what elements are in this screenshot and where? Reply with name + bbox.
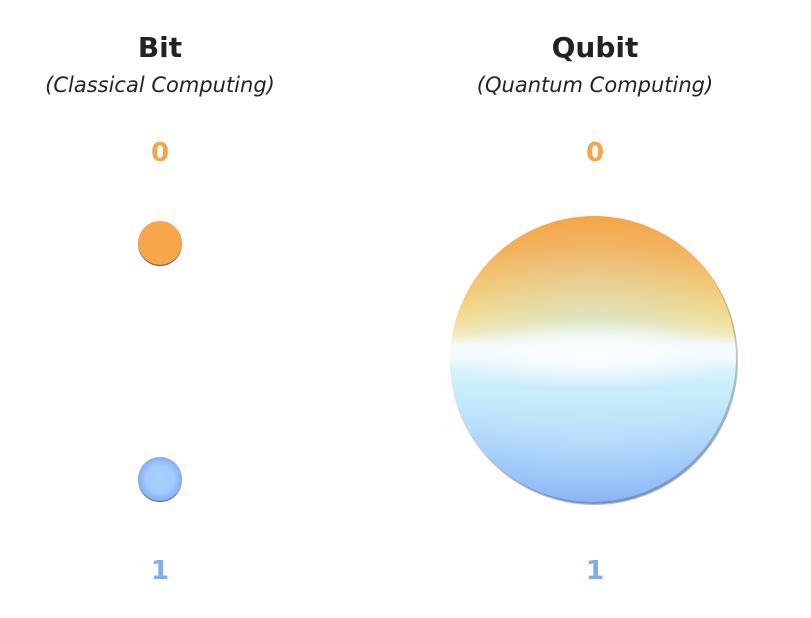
qubit-state-one-label: 1 <box>585 556 605 586</box>
bit-zero-dot <box>138 221 182 265</box>
bit-subtitle: (Classical Computing) <box>45 73 275 97</box>
qubit-state-zero-label: 0 <box>585 138 605 168</box>
qubit-title: Qubit <box>551 31 639 64</box>
bit-title: Bit <box>137 31 183 64</box>
bit-one-dot <box>138 457 182 501</box>
qubit-column: Qubit (Quantum Computing) 0 1 <box>430 0 760 618</box>
qubit-superposition-sphere <box>450 216 738 504</box>
qubit-subtitle: (Quantum Computing) <box>476 73 714 97</box>
bit-column: Bit (Classical Computing) 0 1 <box>0 0 320 618</box>
bit-state-one-label: 1 <box>150 556 170 586</box>
bit-state-zero-label: 0 <box>150 138 170 168</box>
